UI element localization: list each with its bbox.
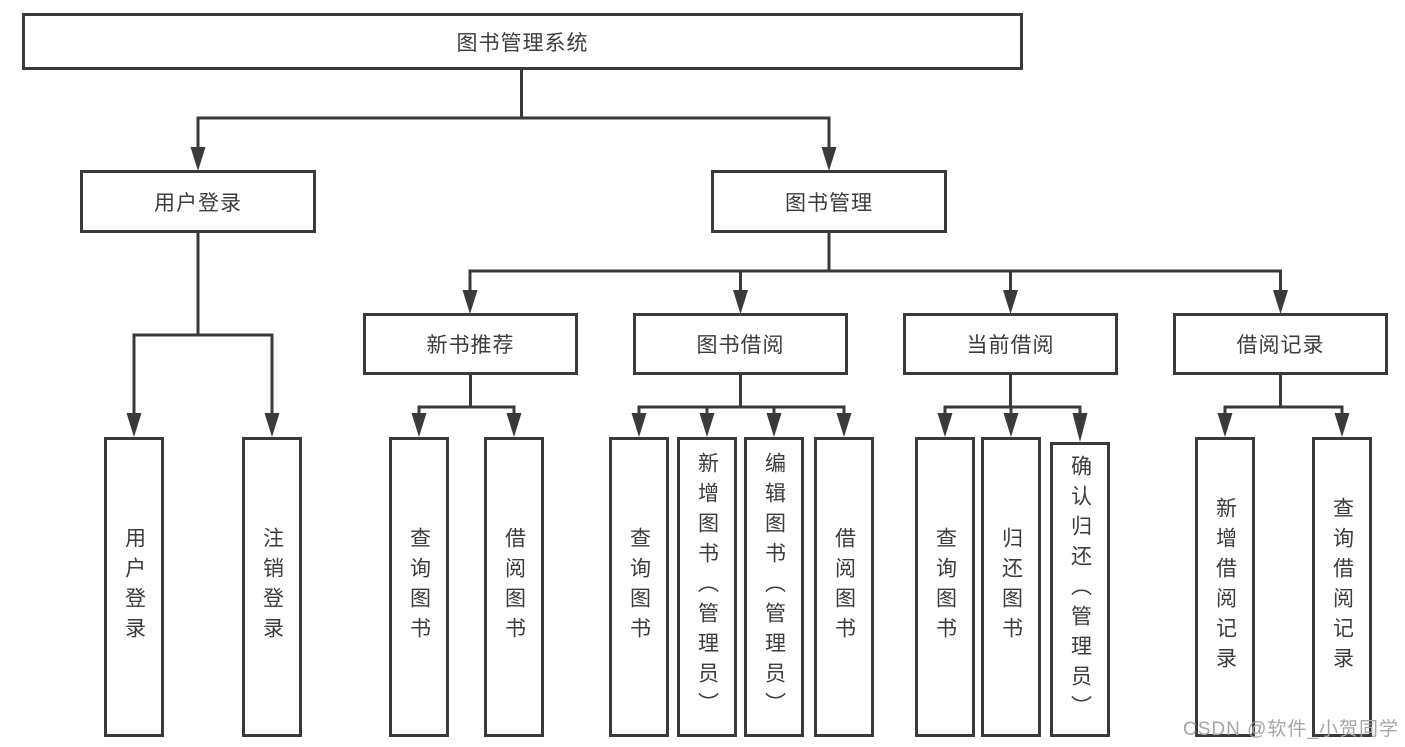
leaf-query-borrow-record-label: 查询借阅记录	[1330, 497, 1354, 677]
leaf-edit-book-admin-label: 编辑图书（管理员）	[762, 452, 786, 722]
leaf-logout-label: 注销登录	[260, 527, 284, 647]
leaf-confirm-return-admin: 确认归还（管理员）	[1050, 442, 1110, 737]
node-book-management: 图书管理	[711, 170, 947, 233]
leaf-confirm-return-admin-label: 确认归还（管理员）	[1068, 454, 1092, 725]
node-borrowing-records: 借阅记录	[1173, 313, 1388, 375]
leaf-add-borrow-record-label: 新增借阅记录	[1213, 497, 1237, 677]
leaf-query-books-recommend-label: 查询图书	[407, 527, 431, 647]
node-library-system: 图书管理系统	[22, 13, 1023, 70]
leaf-add-borrow-record: 新增借阅记录	[1195, 437, 1255, 737]
node-book-borrowing: 图书借阅	[633, 313, 848, 375]
node-current-borrowing: 当前借阅	[903, 313, 1118, 375]
node-new-book-recommendation: 新书推荐	[363, 313, 578, 375]
leaf-query-books-borrowing-label: 查询图书	[627, 527, 651, 647]
leaf-query-books-borrowing: 查询图书	[609, 437, 669, 737]
csdn-watermark: CSDN @软件_小贺同学	[1183, 719, 1399, 740]
leaf-add-book-admin: 新增图书（管理员）	[677, 437, 737, 737]
leaf-user-login-label: 用户登录	[122, 527, 146, 647]
leaf-query-borrow-record: 查询借阅记录	[1312, 437, 1372, 737]
leaf-logout: 注销登录	[242, 437, 302, 737]
leaf-user-login: 用户登录	[104, 437, 164, 737]
leaf-add-book-admin-label: 新增图书（管理员）	[695, 452, 719, 722]
leaf-borrow-books-recommend-label: 借阅图书	[502, 527, 526, 647]
node-user-login: 用户登录	[80, 170, 316, 233]
leaf-query-books-current-label: 查询图书	[933, 527, 957, 647]
leaf-return-books: 归还图书	[981, 437, 1041, 737]
leaf-borrow-books-recommend: 借阅图书	[484, 437, 544, 737]
leaf-query-books-recommend: 查询图书	[389, 437, 449, 737]
leaf-query-books-current: 查询图书	[915, 437, 975, 737]
leaf-borrow-books-label: 借阅图书	[832, 527, 856, 647]
leaf-edit-book-admin: 编辑图书（管理员）	[744, 437, 804, 737]
leaf-borrow-books: 借阅图书	[814, 437, 874, 737]
leaf-return-books-label: 归还图书	[999, 527, 1023, 647]
